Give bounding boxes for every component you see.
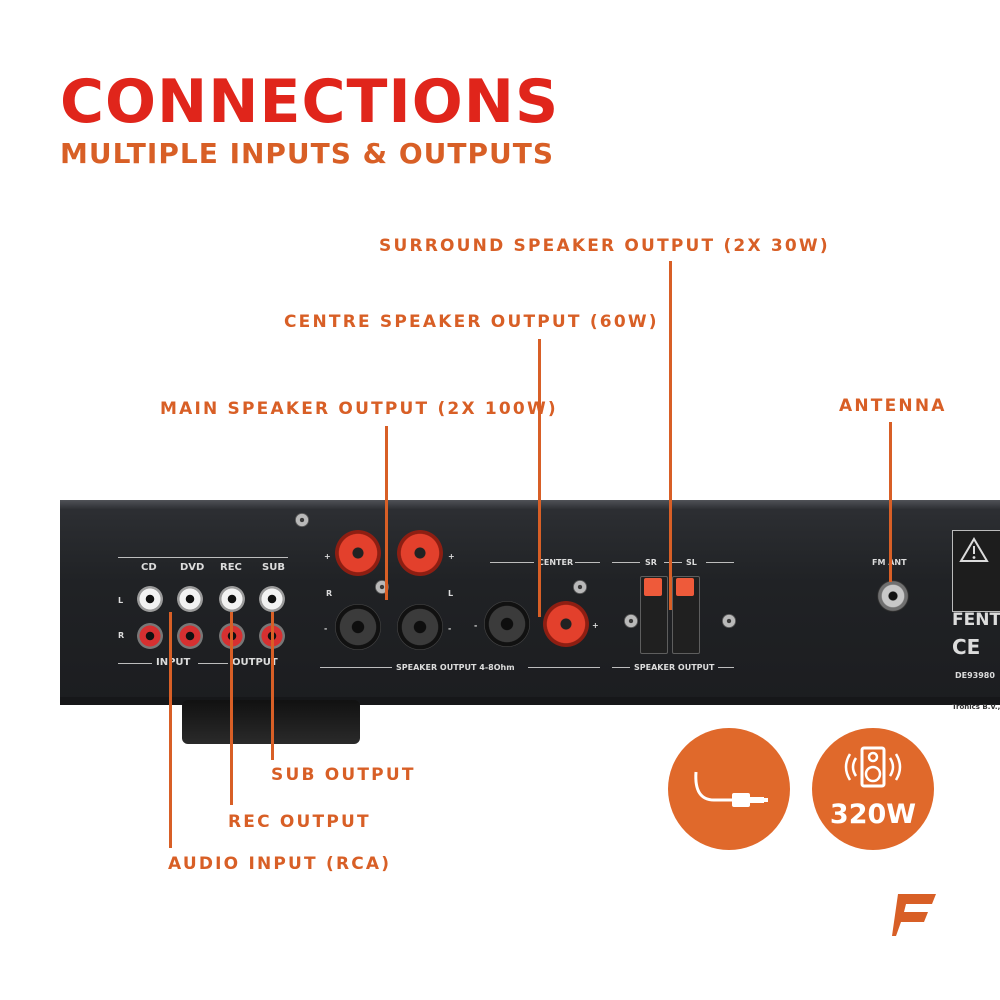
label-right-channel: R [118, 631, 125, 640]
brand-label: FENTO [952, 610, 1000, 630]
label-sl: SL [686, 558, 697, 567]
leader-line-rec [230, 612, 233, 805]
label-left-channel: L [448, 589, 454, 598]
label-speaker-output-main: SPEAKER OUTPUT 4-8Ohm [396, 663, 515, 672]
speaker-icon [844, 746, 902, 788]
label-left-channel: L [118, 596, 124, 605]
label-plus: + [448, 552, 455, 561]
label-rec: REC [220, 562, 242, 573]
callout-rec-output: REC OUTPUT [228, 812, 371, 832]
page-title: CONNECTIONS [60, 67, 560, 137]
company-text: Tronics B.V., Bedrijv [952, 703, 1000, 711]
serial-number: DE93980 [955, 671, 995, 680]
main-speaker-terminal-black-left [397, 604, 443, 650]
label-minus: - [448, 624, 452, 633]
rca-cd-left [137, 586, 163, 612]
leader-line-surround [669, 261, 672, 610]
logo-shape [892, 894, 936, 936]
divider-line [718, 667, 734, 668]
leader-line-audio-input [169, 612, 172, 848]
label-plus: + [592, 621, 599, 630]
label-plus: + [324, 552, 331, 561]
amplifier-rear-panel [60, 500, 1000, 705]
screw-icon [295, 513, 309, 527]
screw-icon [624, 614, 638, 628]
leader-line-main [385, 426, 388, 600]
chassis-bottom-edge [60, 697, 1000, 705]
page-subtitle: MULTIPLE INPUTS & OUTPUTS [60, 137, 555, 170]
callout-antenna: ANTENNA [839, 396, 947, 416]
label-minus: - [474, 621, 478, 630]
center-speaker-terminal-black [484, 601, 530, 647]
screw-icon [573, 580, 587, 594]
main-speaker-terminal-red-right [335, 530, 381, 576]
audio-jack-icon [694, 771, 768, 807]
label-input: INPUT [156, 657, 191, 668]
callout-audio-input: AUDIO INPUT (RCA) [168, 854, 392, 874]
divider-line [198, 663, 228, 664]
divider-line [528, 667, 600, 668]
power-rating: 320W [829, 799, 917, 830]
power-badge: 320W [812, 728, 934, 850]
divider-line [612, 562, 640, 563]
divider-line [320, 667, 392, 668]
divider-line [118, 557, 288, 558]
label-speaker-output-surround: SPEAKER OUTPUT [634, 663, 715, 672]
center-speaker-terminal-red [543, 601, 589, 647]
label-right-channel: R [326, 589, 333, 598]
warning-triangle-icon [959, 537, 989, 562]
chassis-top-edge [60, 500, 1000, 510]
divider-line [612, 667, 630, 668]
rca-dvd-left [177, 586, 203, 612]
warning-label-box [952, 530, 1000, 612]
leader-line-centre [538, 339, 541, 617]
leader-line-antenna [889, 422, 892, 582]
divider-line [575, 562, 600, 563]
label-sr: SR [645, 558, 657, 567]
label-dvd: DVD [180, 562, 205, 573]
label-sub: SUB [262, 562, 285, 573]
fenton-f-logo-icon [892, 894, 936, 936]
label-output: OUTPUT [232, 657, 278, 668]
divider-line [118, 663, 152, 664]
callout-surround-speaker-output: SURROUND SPEAKER OUTPUT (2X 30W) [379, 236, 830, 256]
callout-sub-output: SUB OUTPUT [271, 765, 416, 785]
main-speaker-terminal-black-right [335, 604, 381, 650]
fm-antenna-connector [877, 580, 909, 612]
main-speaker-terminal-red-left [397, 530, 443, 576]
rca-cd-right [137, 623, 163, 649]
divider-line [664, 562, 682, 563]
label-center: CENTER [538, 558, 574, 567]
divider-line [490, 562, 534, 563]
callout-centre-speaker-output: CENTRE SPEAKER OUTPUT (60W) [284, 312, 659, 332]
divider-line [706, 562, 734, 563]
label-minus: - [324, 624, 328, 633]
label-cd: CD [141, 562, 157, 573]
rca-dvd-right [177, 623, 203, 649]
screw-icon [722, 614, 736, 628]
ce-mark: CE [952, 635, 981, 659]
surround-clip-sr-red-tab [644, 578, 662, 596]
audio-jack-badge [668, 728, 790, 850]
rca-sub-left [259, 586, 285, 612]
rca-rec-left [219, 586, 245, 612]
callout-main-speaker-output: MAIN SPEAKER OUTPUT (2X 100W) [160, 399, 558, 419]
leader-line-sub [271, 612, 274, 760]
surround-clip-sl-red-tab [676, 578, 694, 596]
